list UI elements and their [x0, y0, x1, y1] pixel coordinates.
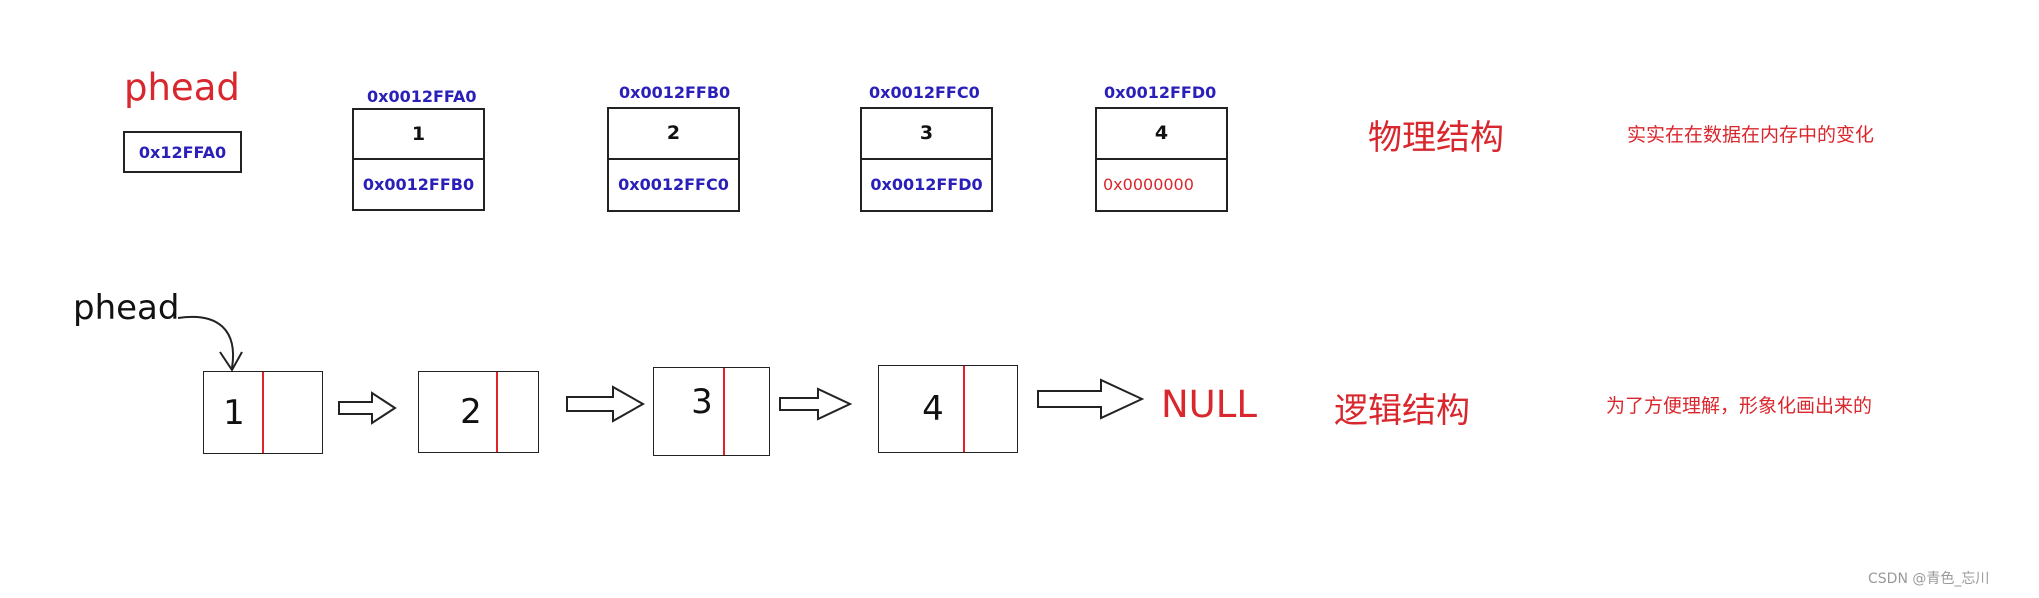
- memory-node: 2 0x0012FFC0: [607, 107, 740, 212]
- node-data: 1: [354, 110, 483, 160]
- logical-node-value: 3: [691, 382, 713, 422]
- node-address: 0x0012FFD0: [1104, 83, 1217, 102]
- physical-phead-value: 0x12FFA0: [138, 142, 227, 162]
- logical-node: 1: [203, 371, 323, 454]
- next-arrow: [338, 391, 397, 425]
- physical-structure-description: 实实在在数据在内存中的变化: [1627, 124, 1875, 146]
- logical-node-value: 2: [460, 392, 482, 432]
- node-data: 2: [609, 109, 738, 160]
- node-address: 0x0012FFA0: [367, 87, 477, 106]
- node-divider: [496, 372, 498, 452]
- node-next-pointer: 0x0000000: [1103, 175, 1194, 195]
- phead-pointer-arrowhead: [219, 351, 243, 372]
- phead-pointer-arrow: [177, 315, 234, 369]
- memory-node: 4 0x0000000: [1095, 107, 1228, 212]
- node-data: 3: [862, 109, 991, 160]
- logical-phead-label: phead: [73, 288, 180, 328]
- node-address: 0x0012FFB0: [619, 83, 731, 102]
- null-label: NULL: [1161, 383, 1257, 426]
- csdn-watermark: CSDN @青色_忘川: [1868, 571, 1990, 587]
- node-next-pointer: 0x0012FFD0: [870, 175, 983, 195]
- physical-structure-title: 物理结构: [1368, 118, 1504, 158]
- logical-node-value: 4: [922, 389, 944, 429]
- memory-node: 3 0x0012FFD0: [860, 107, 993, 212]
- node-next-pointer: 0x0012FFB0: [362, 174, 475, 194]
- node-data: 4: [1097, 109, 1226, 160]
- next-arrow: [566, 385, 646, 423]
- memory-node: 1 0x0012FFB0: [352, 108, 485, 211]
- physical-phead-box: 0x12FFA0: [123, 131, 242, 173]
- logical-node: 4: [878, 365, 1018, 453]
- logical-node-value: 1: [223, 392, 245, 433]
- logical-structure-description: 为了方便理解，形象化画出来的: [1606, 395, 1873, 417]
- node-divider: [963, 366, 965, 452]
- logical-node: 3: [653, 367, 770, 456]
- logical-node: 2: [418, 371, 539, 453]
- next-arrow: [779, 387, 853, 421]
- physical-phead-label: phead: [124, 66, 240, 109]
- node-divider: [723, 368, 725, 455]
- node-address: 0x0012FFC0: [869, 83, 980, 102]
- node-next-pointer: 0x0012FFC0: [618, 175, 729, 195]
- next-arrow: [1037, 378, 1145, 420]
- node-divider: [262, 372, 264, 453]
- logical-structure-title: 逻辑结构: [1334, 391, 1470, 431]
